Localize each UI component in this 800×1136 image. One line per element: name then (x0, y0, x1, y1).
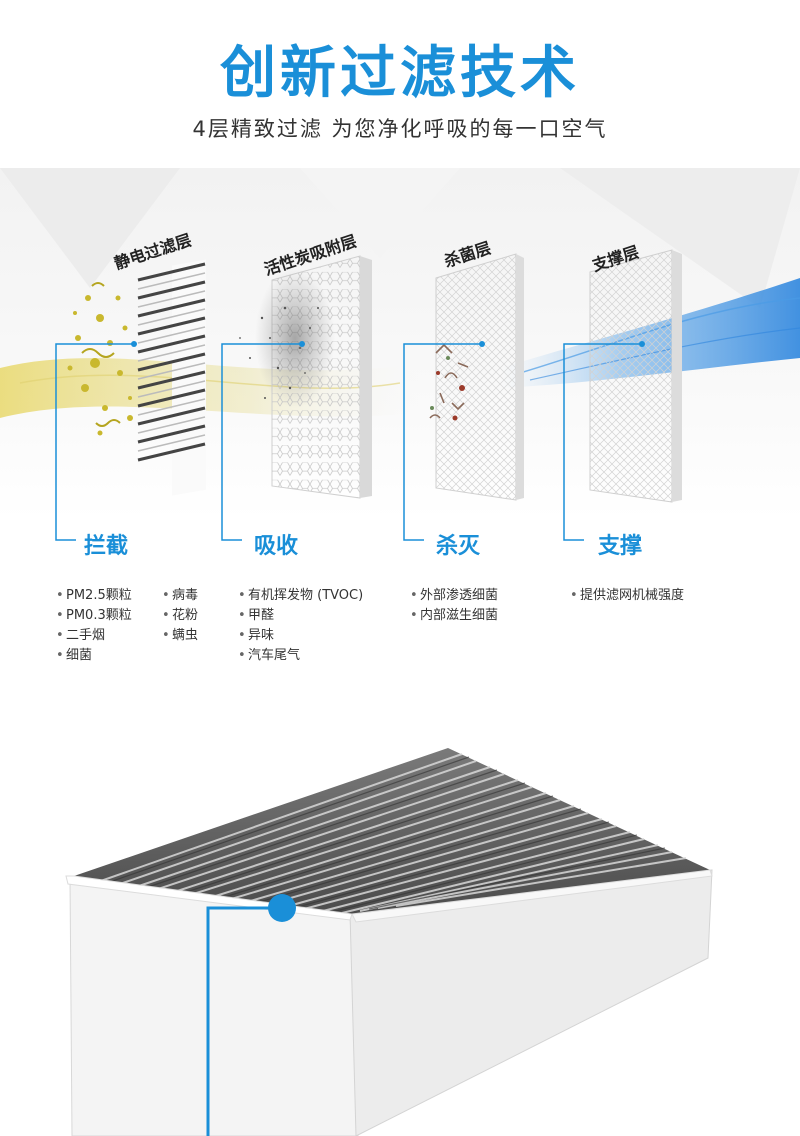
kill-list: 外部渗透细菌 内部滋生细菌 (410, 586, 498, 626)
list-item: 细菌 (56, 646, 132, 666)
pointer-line-ends (55, 520, 584, 541)
list-item: 外部渗透细菌 (410, 586, 498, 606)
list-item: 内部滋生细菌 (410, 606, 498, 626)
list-item: 花粉 (162, 606, 198, 626)
filter-layers-banner (0, 168, 800, 520)
function-label-absorb: 吸收 (254, 534, 299, 559)
list-item: 螨虫 (162, 626, 198, 646)
list-item: 有机挥发物 (TVOC) (238, 586, 363, 606)
carbon-honeycomb-icon (239, 255, 372, 499)
list-item: PM0.3颗粒 (56, 606, 132, 626)
list-item: 二手烟 (56, 626, 132, 646)
page-title: 创新过滤技术 (220, 41, 580, 106)
list-item: 汽车尾气 (238, 646, 363, 666)
cabin-air-filter-icon (65, 748, 713, 1136)
list-item: 提供滤网机械强度 (570, 586, 684, 606)
list-item: 甲醛 (238, 606, 363, 626)
product-photo (0, 700, 800, 1136)
pointer-lines (55, 343, 642, 520)
support-list: 提供滤网机械强度 (570, 586, 684, 606)
list-item: PM2.5颗粒 (56, 586, 132, 606)
absorb-list: 有机挥发物 (TVOC) 甲醛 异味 汽车尾气 (238, 586, 363, 666)
function-label-support: 支撑 (598, 534, 643, 559)
intercept-list-secondary: 病毒 花粉 螨虫 (162, 586, 198, 646)
pleated-filter-icon (67, 259, 206, 496)
function-label-intercept: 拦截 (84, 534, 129, 559)
list-item: 病毒 (162, 586, 198, 606)
function-label-kill: 杀灭 (436, 534, 481, 559)
page-subtitle: 4层精致过滤 为您净化呼吸的每一口空气 (192, 117, 608, 141)
filter-layers-illustration (0, 168, 800, 520)
antibacterial-mesh-icon (429, 253, 524, 501)
intercept-list-primary: PM2.5颗粒 PM0.3颗粒 二手烟 细菌 (56, 586, 132, 666)
support-mesh-icon (589, 249, 682, 503)
list-item: 异味 (238, 626, 363, 646)
